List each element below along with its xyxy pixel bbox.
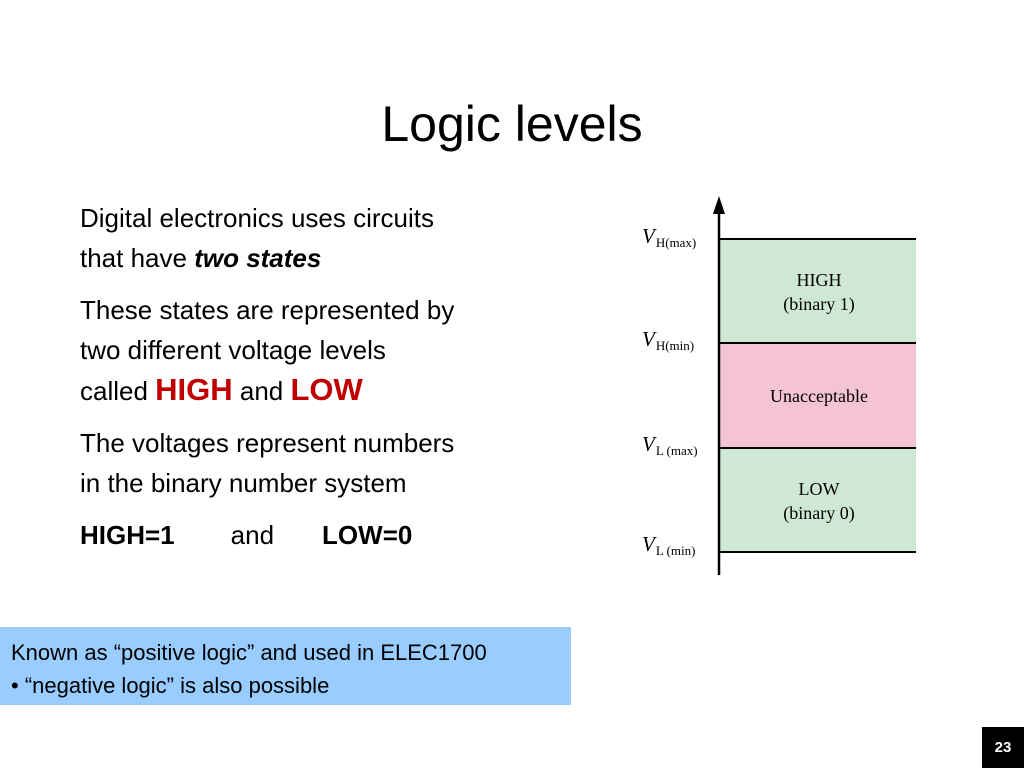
high-band-label: HIGH (binary 1): [722, 268, 916, 316]
note-bullet: • “negative logic” is also possible: [11, 673, 330, 698]
unacceptable-band: [720, 343, 916, 448]
unacceptable-band-label: Unacceptable: [722, 384, 916, 408]
paragraph-voltage-levels: These states are represented by two diff…: [80, 290, 550, 411]
text-line: The voltages represent numbers: [80, 428, 455, 458]
emphasis-two-states: two states: [194, 243, 322, 273]
axis-arrow-icon: [713, 196, 725, 214]
label-v: V: [642, 532, 655, 556]
binary-zero-text: (binary 0): [783, 503, 855, 523]
high-keyword: HIGH: [155, 372, 233, 407]
text-line: in the binary number system: [80, 468, 407, 498]
text-line: Digital electronics uses circuits: [80, 203, 435, 233]
label-vhmax: VH(max): [642, 224, 696, 251]
label-vhmin: VH(min): [642, 327, 694, 354]
paragraph-two-states: Digital electronics uses circuits that h…: [80, 198, 550, 278]
label-v: V: [642, 224, 655, 248]
label-vlmax: VL (max): [642, 432, 698, 459]
map-high: HIGH=1: [80, 520, 175, 550]
text-line: that have: [80, 243, 195, 273]
map-low: LOW=0: [322, 520, 413, 550]
binary-one-text: (binary 1): [783, 294, 855, 314]
logic-levels-diagram: VH(max) VH(min) VL (max) VL (min) HIGH (…: [632, 190, 932, 590]
label-sub: H(min): [655, 338, 695, 353]
label-v: V: [642, 432, 655, 456]
slide-title: Logic levels: [381, 95, 643, 152]
map-and: and: [230, 520, 275, 550]
page-number: 23: [982, 727, 1024, 768]
diagram-graphic: [713, 196, 916, 575]
low-text: LOW: [798, 479, 840, 499]
low-band: [720, 448, 916, 552]
label-sub: L (max): [655, 443, 698, 458]
label-v: V: [642, 327, 655, 351]
high-text: HIGH: [796, 270, 842, 290]
low-keyword: LOW: [290, 372, 363, 407]
high-band: [720, 239, 916, 343]
label-vlmin: VL (min): [642, 532, 695, 559]
positive-logic-note: Known as “positive logic” and used in EL…: [0, 627, 571, 705]
label-sub: L (min): [655, 543, 696, 558]
low-band-label: LOW (binary 0): [722, 477, 916, 525]
body-text: Digital electronics uses circuits that h…: [80, 198, 550, 567]
label-sub: H(max): [655, 235, 697, 250]
text-line: These states are represented by: [80, 295, 455, 325]
text-line: called: [80, 376, 156, 406]
note-line: Known as “positive logic” and used in EL…: [11, 640, 487, 665]
text-line: two different voltage levels: [80, 335, 386, 365]
logic-mapping: HIGH=1 and LOW=0: [80, 515, 550, 555]
text-and: and: [232, 376, 291, 406]
unacceptable-text: Unacceptable: [770, 386, 868, 406]
paragraph-binary: The voltages represent numbers in the bi…: [80, 423, 550, 503]
